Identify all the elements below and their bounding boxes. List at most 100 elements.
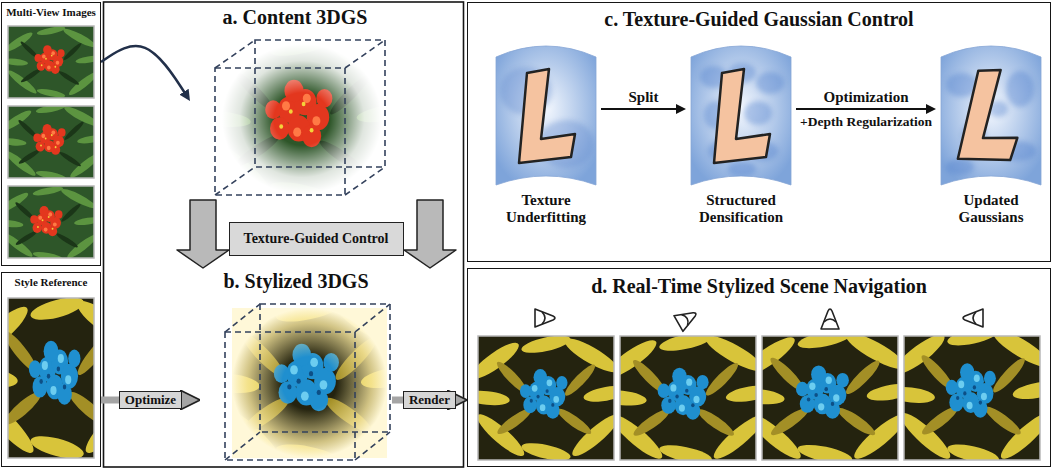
- illustration-part: [0, 293, 147, 463]
- illustration-part: [0, 293, 147, 463]
- illustration-part: [734, 326, 918, 467]
- illustration-part: [355, 432, 390, 460]
- illustration-part: [8, 26, 94, 98]
- illustration-part: [215, 40, 385, 195]
- input-panel: Multi-View Images: [1, 2, 101, 266]
- gaussian-cylinder-shape: [686, 39, 796, 189]
- illustration-part: [824, 319, 836, 322]
- content-gaussians: a. Content 3DGS: [190, 6, 400, 198]
- illustration-part: [620, 336, 756, 460]
- gaussian-cylinder-shape: [691, 46, 791, 185]
- illustration-part: [345, 167, 385, 195]
- gaussian-cylinder: Updated Gaussians: [936, 39, 1046, 227]
- illustration-part: [2, 25, 101, 99]
- panel-heading: Texture-Guided Control: [244, 231, 389, 247]
- illustration-part: [904, 336, 1040, 460]
- control-arrows: [177, 200, 456, 268]
- illustration-part: [215, 68, 345, 195]
- illustration-part: [0, 102, 105, 182]
- edge-label: Split: [628, 89, 658, 106]
- stage-label: Texture Underfitting: [491, 192, 601, 227]
- edge-label: Optimization: [824, 89, 909, 106]
- illustration-part: [8, 106, 94, 178]
- panel-heading: c. Texture-Guided Gaussian Control: [468, 8, 1050, 31]
- illustration-part: [225, 332, 355, 460]
- flow-arrow: [601, 108, 681, 110]
- edge-label: Optimize: [119, 391, 182, 410]
- illustration-part: [963, 309, 983, 327]
- illustration-part: [734, 326, 918, 467]
- illustration-part: [197, 293, 423, 469]
- panel-heading: a. Content 3DGS: [190, 6, 400, 29]
- illustration-part: [215, 40, 255, 68]
- illustration-part: [232, 308, 387, 458]
- illustration-part: [404, 200, 456, 268]
- illustration-part: [674, 306, 700, 332]
- illustration-part: [674, 306, 700, 332]
- illustration-part: [193, 32, 415, 206]
- illustration-part: [177, 200, 229, 268]
- illustration-part: [0, 185, 102, 263]
- edge-label: Render: [403, 391, 456, 410]
- control-panel: c. Texture-Guided Gaussian ControlTextur…: [467, 2, 1051, 262]
- illustration-part: [464, 332, 629, 464]
- gaussian-cylinder: Texture Underfitting: [491, 39, 601, 227]
- content-cube: [193, 32, 415, 206]
- illustration-part: [682, 313, 691, 325]
- gaussian-cylinder: Structured Densification: [686, 39, 796, 227]
- illustration-part: [197, 293, 423, 469]
- illustration-part: [887, 323, 1053, 467]
- panel-heading: d. Real-Time Stylized Scene Navigation: [468, 275, 1050, 298]
- control-band: Texture-Guided Control: [229, 222, 404, 256]
- illustration-part: [0, 102, 105, 182]
- illustration-part: [355, 304, 390, 332]
- illustration-part: [478, 336, 614, 460]
- multi-view-photos: [0, 25, 105, 263]
- illustration-part: [535, 309, 555, 327]
- illustration-part: [0, 185, 102, 263]
- illustration-part: [225, 304, 390, 460]
- flow-arrow: [101, 46, 187, 97]
- stage-label: Updated Gaussians: [936, 192, 1046, 227]
- panel-heading: b. Stylized 3DGS: [200, 270, 392, 293]
- illustration-part: [215, 167, 255, 195]
- stage-label: Structured Densification: [686, 192, 796, 227]
- style-photo: [0, 293, 147, 463]
- illustration-part: [260, 304, 390, 432]
- illustration-part: [542, 312, 545, 324]
- stylized-gaussians: b. Stylized 3DGS: [200, 270, 392, 466]
- illustration-part: [8, 186, 94, 258]
- rendered-views: [464, 323, 1053, 467]
- illustration-part: [598, 329, 775, 467]
- navigation-panel: d. Real-Time Stylized Scene Navigation: [467, 268, 1051, 467]
- gaussian-cylinder-shape: [941, 46, 1041, 185]
- view-icons: [535, 306, 983, 332]
- illustration-part: [222, 44, 382, 194]
- illustration-part: [821, 309, 839, 329]
- illustration-part: [193, 32, 415, 206]
- illustration-part: [535, 309, 555, 327]
- illustration-part: [887, 323, 1053, 467]
- illustration-part: [821, 309, 839, 329]
- stylized-cube: [197, 293, 423, 469]
- illustration-part: [225, 432, 260, 460]
- gaussian-cylinder-shape: [491, 39, 601, 189]
- gaussian-cylinder-shape: [936, 39, 1046, 189]
- illustration-part: [762, 336, 898, 460]
- illustration-part: [598, 329, 775, 467]
- illustration-part: [2, 25, 101, 99]
- style-panel: Style Reference: [1, 272, 101, 467]
- edge-note: +Depth Regularization: [800, 114, 932, 130]
- illustration-part: [963, 309, 983, 327]
- illustration-part: [225, 304, 260, 332]
- illustration-part: [8, 298, 94, 458]
- panel-heading: Multi-View Images: [2, 6, 100, 19]
- illustration-part: [973, 312, 976, 324]
- illustration-part: [464, 332, 629, 464]
- panel-heading: Style Reference: [2, 276, 100, 289]
- flow-arrow: [796, 108, 931, 110]
- panel-frame: [104, 2, 464, 467]
- illustration-part: [345, 40, 385, 68]
